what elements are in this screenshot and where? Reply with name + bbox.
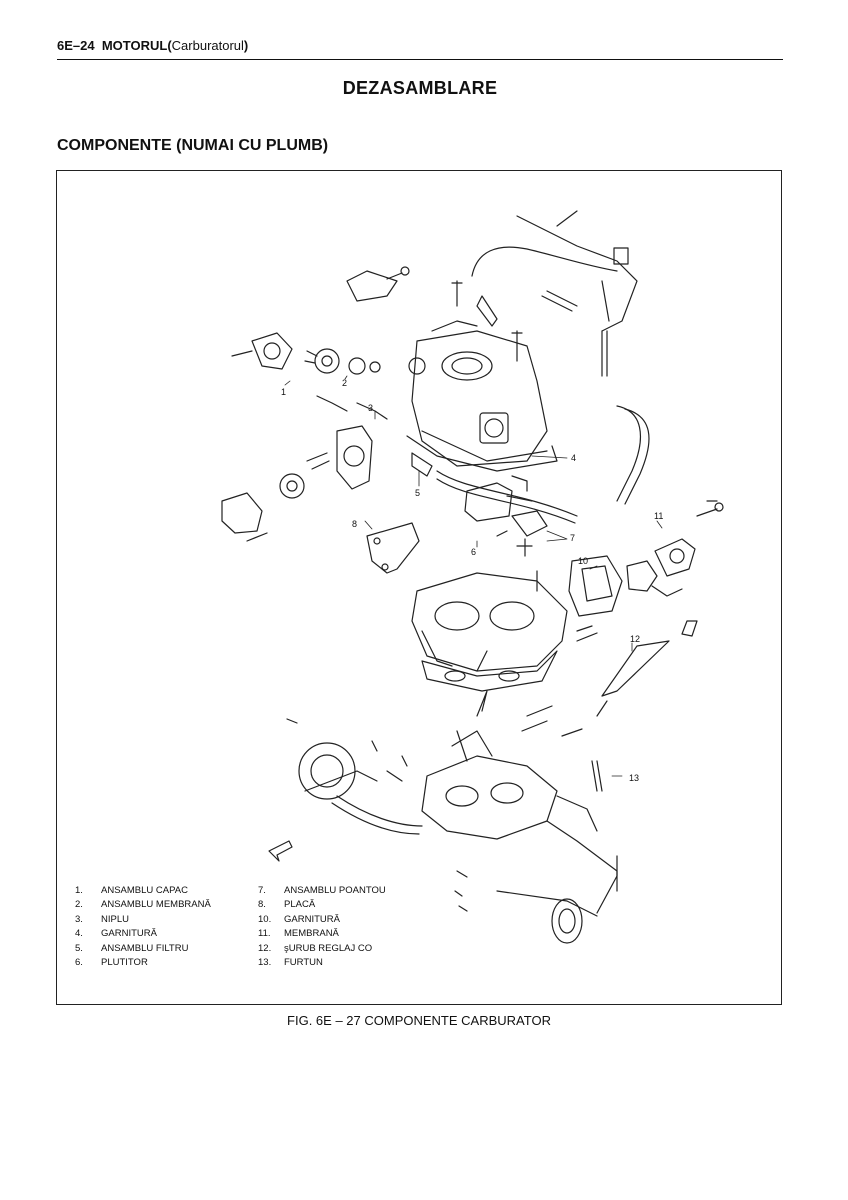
choke-assembly bbox=[221, 395, 433, 542]
legend-num: 4. bbox=[75, 928, 83, 940]
callout-2: 2 bbox=[342, 378, 347, 388]
direction-arrow bbox=[268, 840, 293, 862]
figure-frame: 1 2 3 4 5 6 7 8 10 11 12 13 1. ANSAMBLU C… bbox=[56, 170, 782, 1005]
leader-lines bbox=[284, 375, 663, 777]
plate bbox=[366, 522, 420, 574]
legend-num: 2. bbox=[75, 899, 83, 911]
legend-num: 1. bbox=[75, 885, 83, 896]
page-title: DEZASAMBLARE bbox=[342, 78, 498, 98]
figure-caption: FIG. 6E – 27 COMPONENTE CARBURATOR bbox=[287, 1013, 551, 1028]
legend-num: 6. bbox=[75, 957, 83, 969]
float bbox=[464, 475, 533, 522]
callout-3: 3 bbox=[368, 403, 373, 413]
section-title: COMPONENTE (NUMAI CU PLUMB) bbox=[57, 137, 329, 154]
legend-item: 3. NIPLU bbox=[75, 913, 275, 927]
subchapter-name: Carburatorul bbox=[171, 38, 244, 53]
callouts: 1 2 3 4 5 6 7 8 10 11 12 13 bbox=[281, 378, 663, 783]
paren-open: ( bbox=[167, 38, 172, 53]
carburetor-exploded-diagram: 1 2 3 4 5 6 7 8 10 11 12 13 bbox=[221, 210, 724, 944]
callout-12: 12 bbox=[630, 634, 640, 644]
legend-label: ANSAMBLU FILTRU bbox=[101, 942, 189, 954]
diaphragm-assembly-1 bbox=[231, 332, 426, 375]
legend-item: 1. ANSAMBLU CAPAC bbox=[75, 884, 275, 898]
page-code: 6E–24 bbox=[57, 38, 95, 53]
legend-column-right: 7.ANSAMBLU POANTOU 8.PLACĂ 10.GARNITURĂ … bbox=[258, 884, 458, 970]
callout-7: 7 bbox=[570, 533, 575, 543]
legend-column-left: 1. ANSAMBLU CAPAC 2. ANSAMBLU MEMBRANĂ 3. N… bbox=[75, 884, 275, 970]
legend-item: 5. ANSAMBLU FILTRU bbox=[75, 942, 275, 956]
callout-1: 1 bbox=[281, 387, 286, 397]
legend-label: şURUB REGLAJ CO bbox=[284, 942, 373, 954]
accelerator-pump bbox=[568, 502, 724, 617]
legend-num: 7. bbox=[258, 885, 266, 896]
legend-label: ANSAMBLU POANTOU bbox=[284, 885, 386, 896]
throttle-body bbox=[421, 690, 618, 892]
legend-num: 3. bbox=[75, 913, 83, 925]
legend-label: PLUTITOR bbox=[101, 957, 148, 969]
legend-num: 8. bbox=[258, 899, 266, 911]
legend-item: 11. MEMBRANĂ bbox=[258, 927, 458, 941]
main-body bbox=[411, 570, 598, 692]
legend-item: 4. GARNITURĂ bbox=[75, 927, 275, 941]
chapter-name: MOTORUL bbox=[101, 38, 168, 53]
filter-hose bbox=[436, 405, 650, 524]
needle-valve-assembly bbox=[496, 510, 548, 557]
legend-label: FURTUN bbox=[284, 957, 323, 969]
legend-num: 13. bbox=[258, 957, 272, 969]
legend-label: ANSAMBLU MEMBRANĂ bbox=[101, 899, 211, 911]
callout-8: 8 bbox=[352, 519, 357, 529]
paren-close: ) bbox=[243, 38, 249, 53]
legend-num: 5. bbox=[75, 942, 83, 954]
legend-label: MEMBRANĂ bbox=[284, 928, 339, 940]
legend-num: 12. bbox=[258, 942, 272, 954]
legend-label: PLACĂ bbox=[284, 899, 316, 911]
legend-label: NIPLU bbox=[101, 913, 129, 925]
legend-item: 13. FURTUN bbox=[258, 956, 458, 970]
legend-item: 6. PLUTITOR bbox=[75, 956, 275, 970]
callout-13: 13 bbox=[629, 773, 639, 783]
legend-label: GARNITURĂ bbox=[101, 928, 157, 940]
callout-5: 5 bbox=[415, 488, 420, 498]
page-header: 6E–24 MOTORUL(Carburatorul) bbox=[57, 38, 783, 53]
legend-item: 10. GARNITURĂ bbox=[258, 913, 458, 927]
legend-item: 12. şURUB REGLAJ CO bbox=[258, 942, 458, 956]
legend-num: 10. bbox=[258, 913, 272, 925]
callout-10: 10 bbox=[578, 556, 588, 566]
legend-item: 2. ANSAMBLU MEMBRANĂ bbox=[75, 898, 275, 912]
hose bbox=[591, 760, 603, 792]
co-adjust-screw bbox=[596, 620, 698, 717]
cable-assembly bbox=[471, 210, 638, 377]
legend-item: 8. PLACĂ bbox=[258, 898, 458, 912]
legend-item: 7. ANSAMBLU POANTOU bbox=[258, 884, 458, 898]
legend-label: GARNITURĂ bbox=[284, 913, 340, 925]
top-screws bbox=[346, 266, 718, 502]
header-rule bbox=[57, 59, 783, 60]
callout-6: 6 bbox=[471, 547, 476, 557]
bottom-linkage bbox=[454, 855, 618, 944]
cover-assembly bbox=[406, 320, 558, 472]
callout-4: 4 bbox=[571, 453, 576, 463]
callout-11: 11 bbox=[654, 511, 663, 521]
legend-num: 11. bbox=[258, 928, 271, 940]
legend-label: ANSAMBLU CAPAC bbox=[101, 885, 188, 896]
vacuum-diaphragm bbox=[286, 718, 423, 835]
